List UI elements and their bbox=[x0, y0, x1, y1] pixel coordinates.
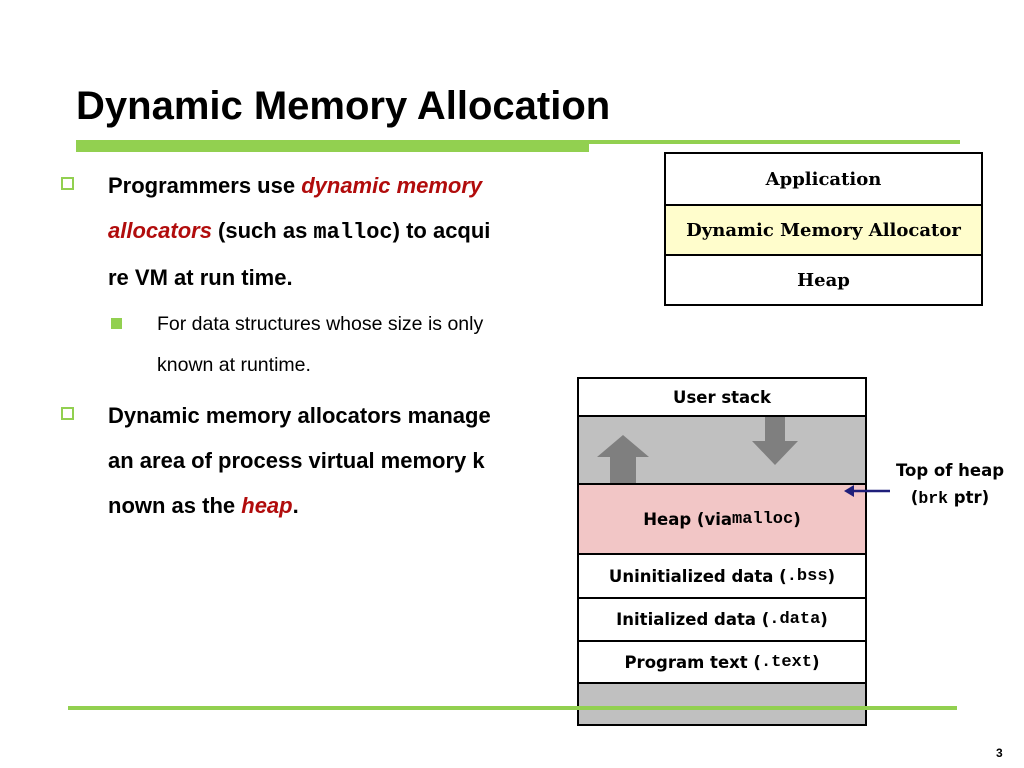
bullet-1-line-3: re VM at run time. bbox=[108, 265, 293, 290]
emphasis-allocators: allocators bbox=[108, 218, 212, 243]
sub-bullet-1: For data structures whose size is only k… bbox=[157, 313, 484, 376]
heap-layer: Heap bbox=[666, 254, 981, 304]
heap-region: Heap (via malloc) bbox=[579, 485, 865, 555]
brk-pointer-arrow bbox=[844, 485, 890, 497]
bss-region: Uninitialized data (.bss) bbox=[579, 555, 865, 599]
text-region: Program text (.text) bbox=[579, 642, 865, 684]
application-layer: Application bbox=[765, 168, 882, 190]
user-stack-region: User stack bbox=[579, 379, 865, 417]
free-gap-region bbox=[579, 417, 865, 485]
sub-bullet-marker bbox=[111, 318, 122, 329]
top-of-heap-label: Top of heap (brk ptr) bbox=[895, 461, 1005, 508]
software-stack-diagram: Application Dynamic Memory Allocator Hea… bbox=[664, 152, 983, 306]
code-brk: brk bbox=[918, 489, 949, 508]
growth-arrows bbox=[597, 417, 798, 483]
bullet-marker-1 bbox=[61, 177, 74, 190]
data-region: Initialized data (.data) bbox=[579, 599, 865, 642]
bullet-1: Programmers use dynamic memory allocator… bbox=[108, 163, 558, 300]
code-malloc: malloc bbox=[313, 220, 393, 245]
stack-grows-down-arrow bbox=[752, 417, 798, 465]
reserved-region bbox=[579, 684, 865, 724]
title-underline-thick bbox=[76, 140, 589, 152]
title-underline-thin bbox=[589, 140, 960, 144]
bullet-2: Dynamic memory allocators manage an area… bbox=[108, 393, 558, 528]
emphasis-heap: heap bbox=[241, 493, 293, 518]
footer-rule bbox=[68, 706, 957, 710]
heap-grows-up-arrow bbox=[597, 435, 649, 483]
page-number: 3 bbox=[996, 746, 1003, 760]
bullet-marker-2 bbox=[61, 407, 74, 420]
bullet-1-line-1: Programmers use dynamic memory bbox=[108, 173, 483, 198]
memory-layout-diagram: User stack Heap (via malloc) Uninitializ… bbox=[577, 377, 867, 726]
slide-title: Dynamic Memory Allocation bbox=[76, 84, 611, 128]
bullet-1-line-2: allocators (such as malloc) to acqui bbox=[108, 218, 491, 245]
emphasis-dynamic-memory: dynamic memory bbox=[301, 173, 483, 198]
allocator-layer: Dynamic Memory Allocator bbox=[666, 204, 981, 254]
bullet-2-line-3: nown as the heap. bbox=[108, 493, 299, 518]
